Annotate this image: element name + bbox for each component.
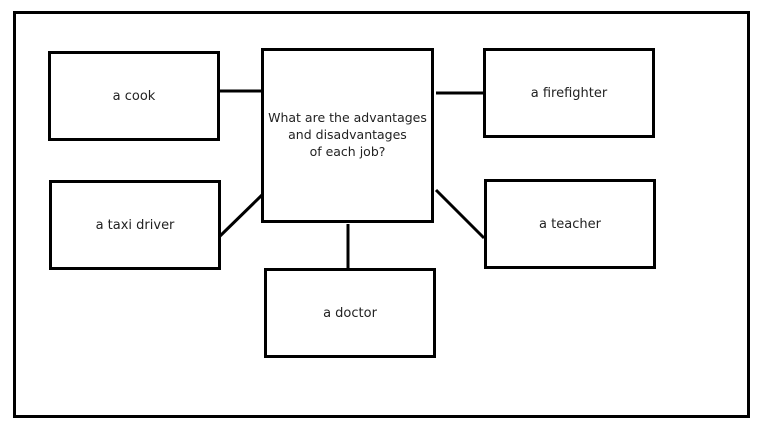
job-label-teacher: a teacher: [539, 216, 601, 232]
job-label-doctor: a doctor: [323, 305, 377, 321]
job-box-firefighter: a firefighter: [483, 48, 655, 138]
job-label-taxi-driver: a taxi driver: [95, 217, 175, 233]
central-question-box: What are the advantages and disadvantage…: [261, 48, 434, 223]
central-question-line-1: What are the advantages: [268, 110, 427, 126]
job-label-firefighter: a firefighter: [530, 85, 608, 101]
job-box-cook: a cook: [48, 51, 220, 141]
connector-teacher: [434, 188, 486, 240]
connector-taxi-driver: [216, 193, 264, 240]
job-label-cook: a cook: [112, 88, 156, 104]
central-question-line-3: of each job?: [309, 143, 386, 159]
job-box-taxi-driver: a taxi driver: [49, 180, 221, 270]
central-question-text: What are the advantages and disadvantage…: [268, 110, 427, 161]
diagram-frame: [13, 11, 750, 418]
job-box-teacher: a teacher: [484, 179, 656, 269]
job-box-doctor: a doctor: [264, 268, 436, 358]
central-question-line-2: and disadvantages: [288, 127, 407, 143]
